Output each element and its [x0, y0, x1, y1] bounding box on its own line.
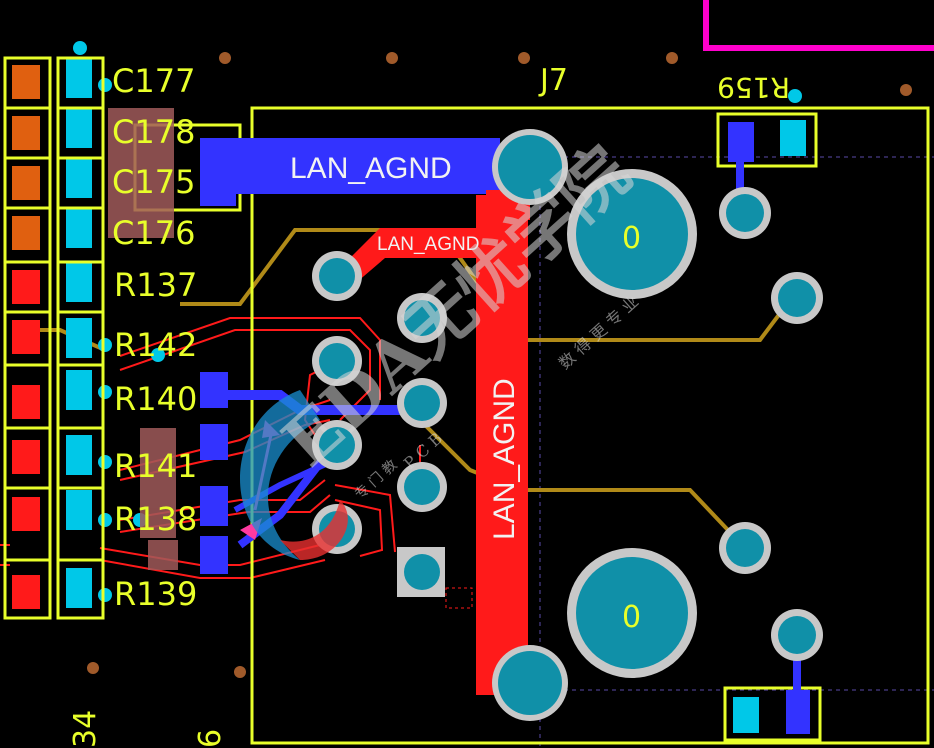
through-hole-pads	[312, 129, 823, 721]
drill-dots	[87, 52, 912, 678]
bottom-right-outline	[723, 686, 822, 742]
silk-labels: C177 C178 C175 C176 R137 R142 R140 R141 …	[68, 62, 790, 748]
keepout-outline	[703, 0, 934, 51]
r159-outline	[716, 112, 818, 168]
net-label-lan-agnd-vertical: LAN_AGND	[488, 378, 521, 540]
pad-column-left-orange	[12, 65, 40, 250]
refdes-r142: R142	[114, 326, 197, 364]
silk-outlines-left	[3, 56, 242, 620]
refdes-r141: R141	[114, 447, 197, 485]
refdes-r137: R137	[114, 266, 197, 304]
refdes-partial-6: 6	[193, 729, 228, 748]
watermark-sub-cn: 数 得 更 专 业	[555, 292, 642, 373]
refdes-partial-34: 34	[68, 710, 103, 748]
watermark-small-cn: 专 门 教	[352, 457, 401, 503]
refdes-r139: R139	[114, 575, 197, 613]
test-point-outline	[445, 587, 473, 609]
refdes-c176: C176	[112, 214, 195, 252]
pad-blocks-brown	[108, 108, 178, 570]
refdes-r140: R140	[114, 380, 197, 418]
refdes-j7: J7	[538, 63, 568, 98]
refdes-r138: R138	[114, 500, 197, 538]
refdes-c178: C178	[112, 113, 195, 151]
pad-column-left-red	[12, 270, 40, 609]
watermark-swirl-icon	[240, 390, 320, 560]
j7-pads-cyan	[200, 89, 806, 733]
net-label-lan-agnd-top-layer: LAN_AGND	[377, 234, 479, 255]
refdes-r159: R159	[717, 71, 790, 104]
refdes-c177: C177	[112, 62, 195, 100]
mounting-hole-label-lower: 0	[622, 600, 641, 635]
j7-outline	[250, 106, 930, 745]
net-label-lan-agnd-bottom-layer: LAN_AGND	[290, 152, 452, 185]
refdes-c175: C175	[112, 163, 195, 201]
mounting-hole-label-upper: 0	[622, 221, 641, 256]
top-copper-lan-agnd	[340, 190, 530, 695]
